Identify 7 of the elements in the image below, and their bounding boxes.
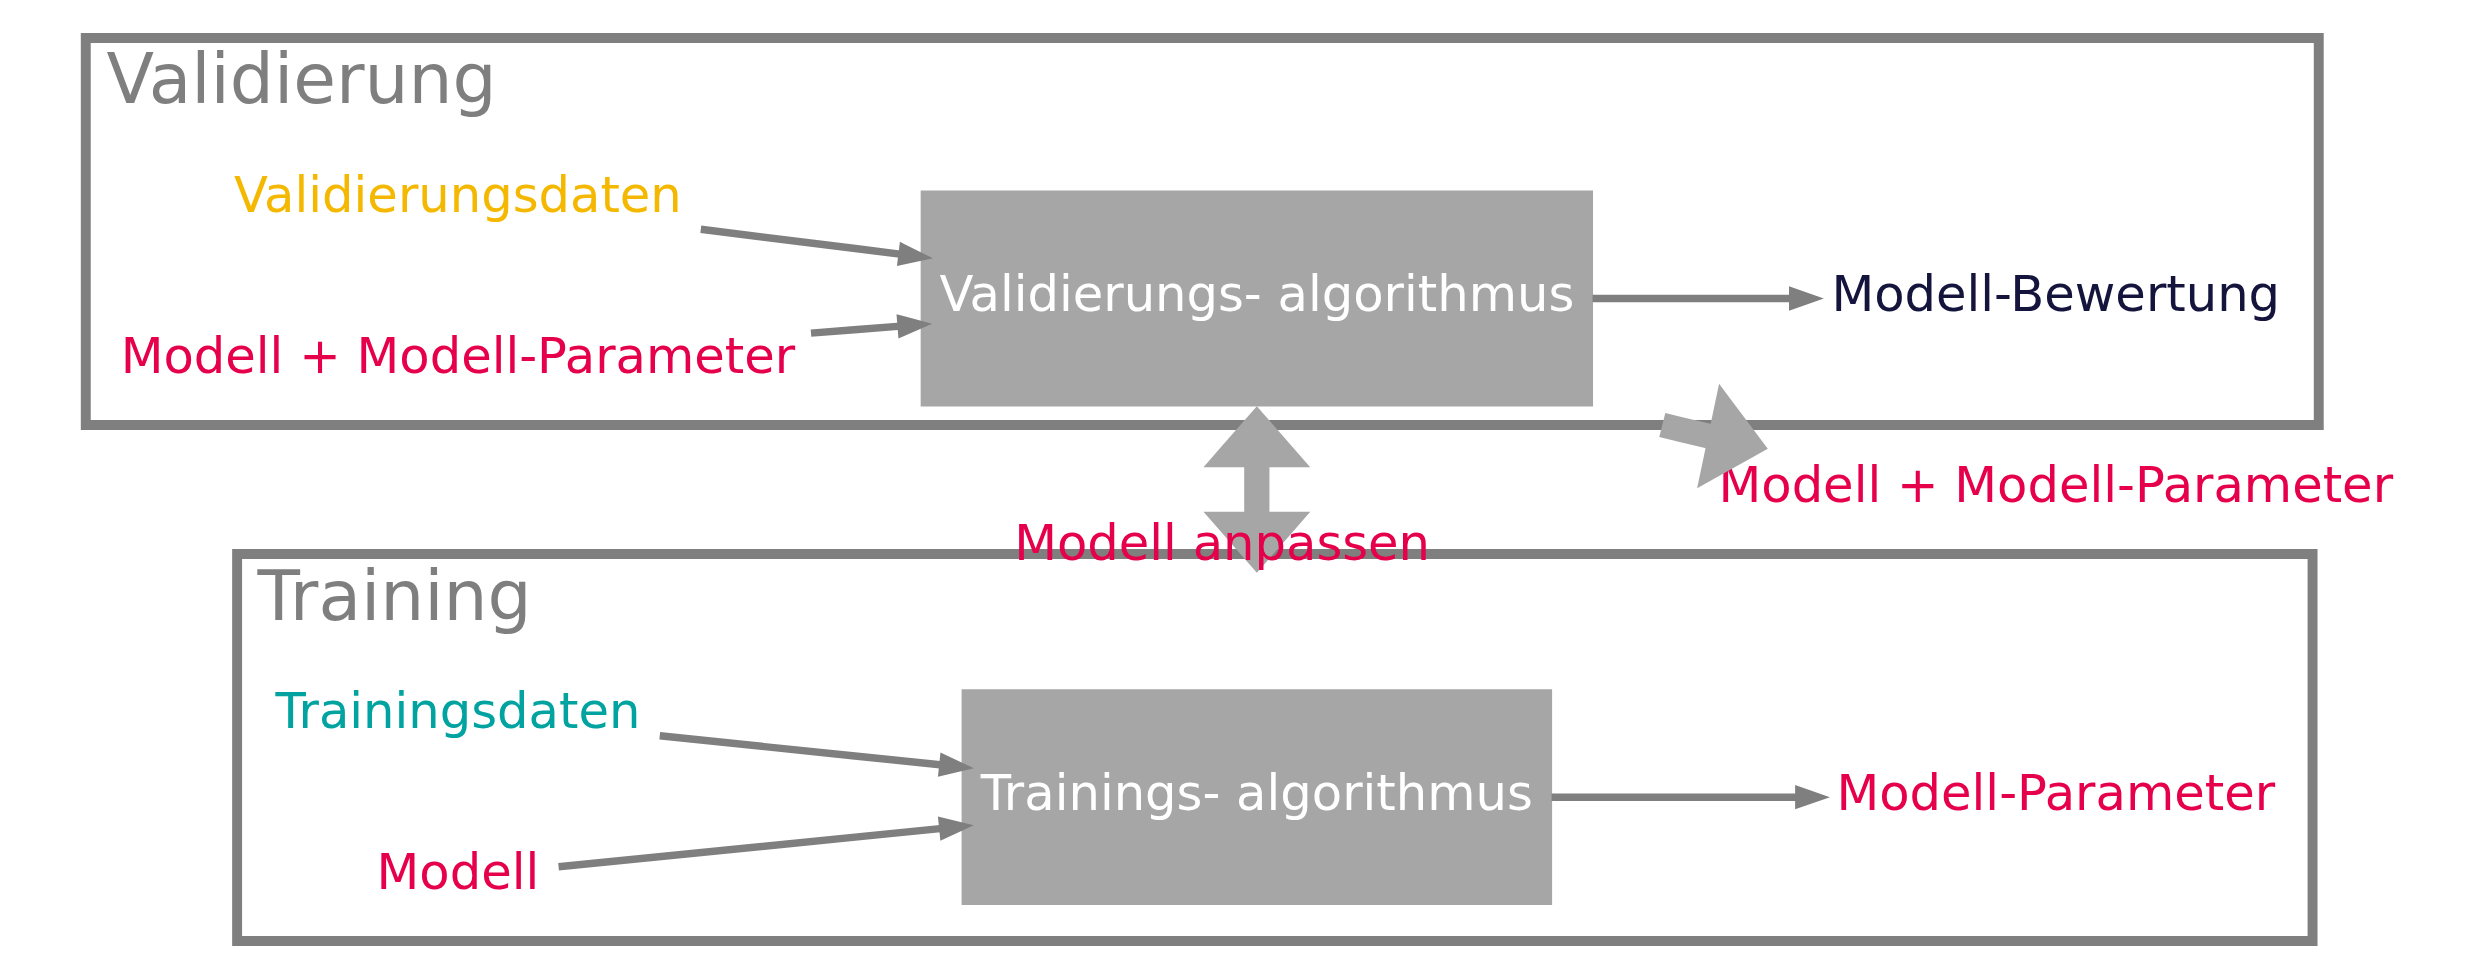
node-text: Modell-Bewertung — [1831, 264, 2281, 323]
node-text: Trainingsdaten — [275, 681, 641, 740]
node-text: Modell + Modell-Parameter — [1718, 455, 2394, 514]
node-text: Modell + Modell-Parameter — [120, 326, 796, 385]
node-text: Validierungsdaten — [234, 165, 682, 224]
node-text: Modell-Parameter — [1836, 763, 2276, 822]
node-text: Modell — [376, 842, 540, 901]
